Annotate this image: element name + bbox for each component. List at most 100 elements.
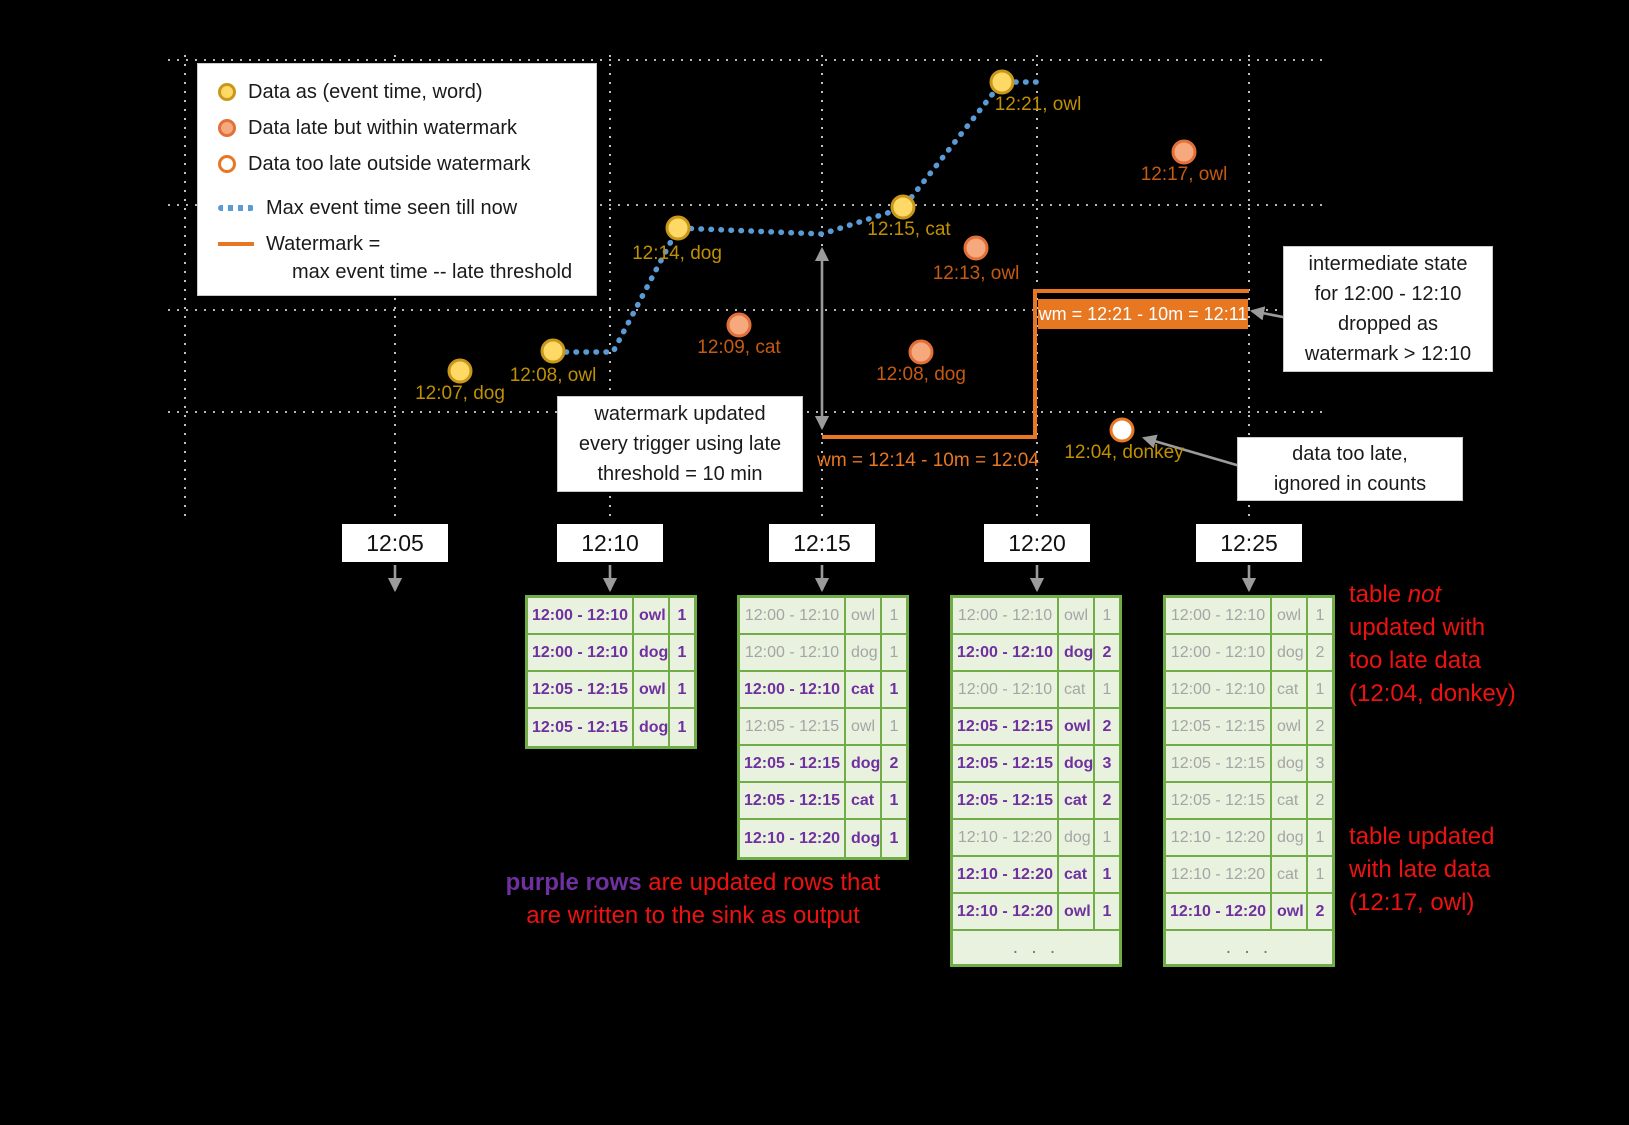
cell-count: 2 (1102, 717, 1112, 735)
cell-word: dog (1272, 635, 1308, 670)
sink-output-note: purple rows are updated rows that are wr… (493, 866, 893, 932)
cell-count: 3 (1315, 754, 1325, 772)
cell-word: dog (846, 635, 882, 670)
ontime-point-icon (218, 83, 236, 101)
cell-count: 1 (889, 829, 899, 847)
watermark-line (822, 289, 1249, 439)
legend-label: Data as (event time, word) (248, 81, 483, 103)
no-update-note: table not updated with too late data (12… (1349, 581, 1516, 707)
purple-rows-label: purple rows (505, 869, 642, 896)
late-update-note: table updated with late data (12:17, owl… (1349, 823, 1495, 916)
data-point-ontime (540, 338, 566, 364)
trigger-time-12:15: 12:15 (769, 524, 875, 562)
cell-range: 12:00 - 12:10 (953, 672, 1059, 707)
legend-item-watermark: Watermark = max event time -- late thres… (198, 230, 596, 286)
cell-count: 1 (1315, 828, 1325, 846)
data-point-late (1171, 139, 1197, 165)
data-point-late (726, 312, 752, 338)
cell-range: 12:00 - 12:10 (1166, 672, 1272, 707)
cell-range: 12:00 - 12:10 (528, 635, 634, 670)
data-point-late (963, 235, 989, 261)
watermark-line-icon (218, 242, 254, 246)
data-point-ontime (665, 215, 691, 241)
cell-count: 2 (889, 754, 899, 772)
cell-word: dog (634, 635, 670, 670)
legend-watermark-line2: max event time -- late threshold (292, 261, 573, 283)
trigger-time-12:10: 12:10 (557, 524, 663, 562)
cell-count: 2 (1315, 902, 1325, 920)
legend-item-max-event-time: Max event time seen till now (198, 194, 596, 222)
intermediate-state-arrow (1249, 306, 1289, 321)
cell-count: 1 (677, 718, 687, 736)
cell-word: cat (846, 783, 882, 818)
cell-count: 3 (1102, 754, 1112, 772)
data-point-label: 12:13, owl (933, 263, 1020, 284)
cell-range: 12:00 - 12:10 (528, 598, 634, 633)
data-point-ontime (447, 358, 473, 384)
cell-word: owl (1272, 709, 1308, 744)
trigger-time-12:25: 12:25 (1196, 524, 1302, 562)
cell-word: owl (846, 709, 882, 744)
cell-word: owl (1059, 894, 1095, 929)
cell-word: owl (1059, 598, 1095, 633)
cell-word: owl (634, 672, 670, 707)
cell-range: 12:05 - 12:15 (1166, 709, 1272, 744)
cell-range: 12:10 - 12:20 (1166, 857, 1272, 892)
cell-count: 1 (1102, 902, 1112, 920)
too-late-arrow (1141, 434, 1241, 468)
cell-count: 1 (1102, 865, 1112, 883)
legend-watermark-line1: Watermark = (266, 233, 381, 255)
cell-range: 12:00 - 12:10 (740, 672, 846, 707)
cell-count: 1 (1315, 865, 1325, 883)
cell-word: owl (846, 598, 882, 633)
legend-item-toolate: Data too late outside watermark (198, 150, 596, 178)
not-italic: not (1407, 581, 1442, 608)
cell-word: cat (846, 672, 882, 707)
cell-range: 12:00 - 12:10 (740, 598, 846, 633)
cell-count: 1 (1102, 828, 1112, 846)
cell-range: 12:05 - 12:15 (740, 709, 846, 744)
max-event-time-line (553, 79, 1044, 355)
cell-range: 12:10 - 12:20 (953, 857, 1059, 892)
legend: Data as (event time, word) Data late but… (197, 63, 597, 296)
cell-count: 1 (677, 606, 687, 624)
trigger-time-12:05: 12:05 (342, 524, 448, 562)
too-late-note: data too late, ignored in counts (1237, 437, 1463, 501)
cell-word: dog (1059, 746, 1095, 781)
cell-range: 12:05 - 12:15 (953, 746, 1059, 781)
data-point-label: 12:09, cat (697, 337, 781, 358)
cell-count: 1 (1315, 680, 1325, 698)
cell-count: 2 (1315, 643, 1325, 661)
cell-count: 1 (677, 680, 687, 698)
cell-word: dog (846, 820, 882, 857)
cell-count: 1 (677, 643, 687, 661)
cell-range: 12:10 - 12:20 (740, 820, 846, 857)
legend-label: Max event time seen till now (266, 197, 518, 219)
cell-word: dog (846, 746, 882, 781)
cell-count: 1 (889, 606, 899, 624)
cell-word: dog (1272, 746, 1308, 781)
cell-word: dog (1059, 635, 1095, 670)
cell-range: 12:05 - 12:15 (1166, 783, 1272, 818)
legend-label: Data too late outside watermark (248, 153, 531, 175)
cell-range: 12:05 - 12:15 (740, 746, 846, 781)
